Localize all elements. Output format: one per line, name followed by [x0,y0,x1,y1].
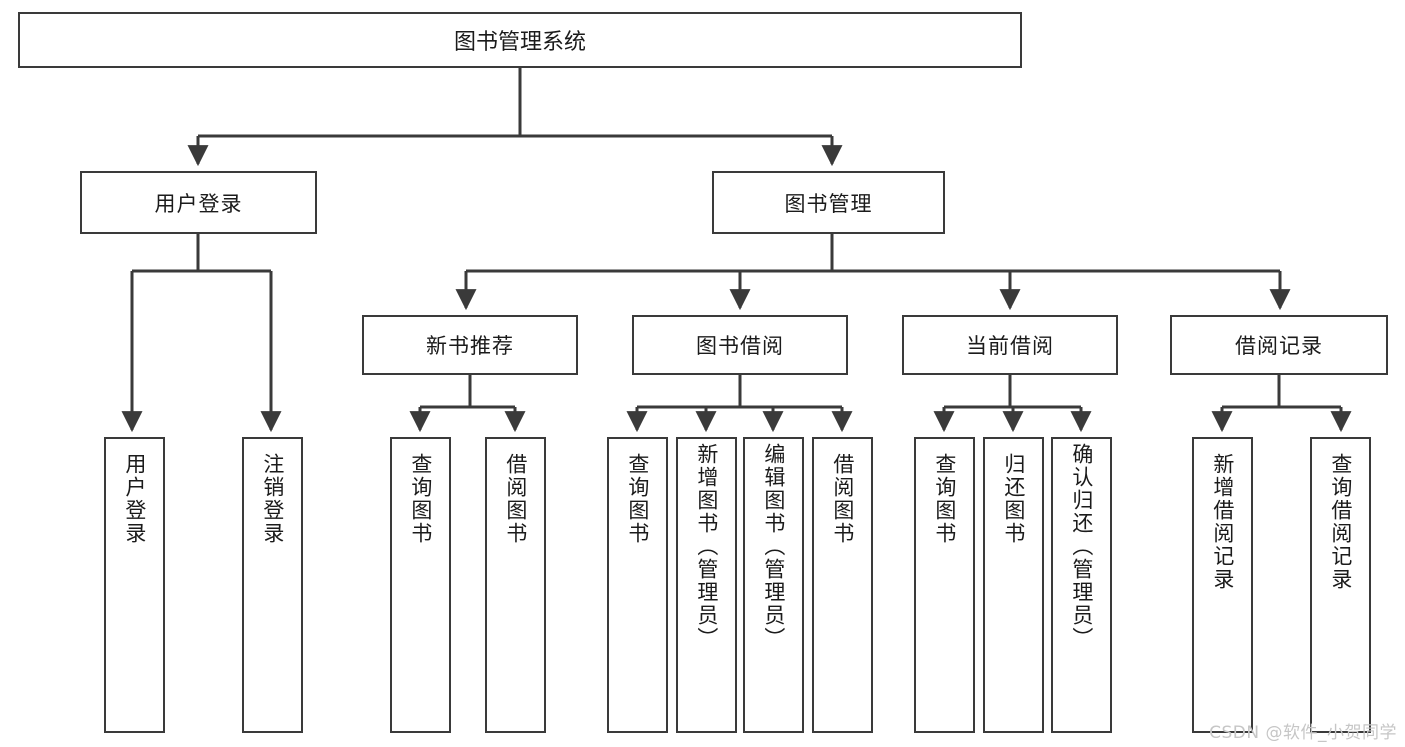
leaf-borrow-add-book[interactable]: 新增图书（管理员） [676,437,737,733]
leaf-user-logout[interactable]: 注销登录 [242,437,303,733]
leaf-label: 查询图书 [408,453,433,545]
leaf-label: 借阅图书 [830,453,855,545]
node-book-borrow[interactable]: 图书借阅 [632,315,848,375]
leaf-new-book-query[interactable]: 查询图书 [390,437,451,733]
leaf-label: 查询图书 [625,453,650,545]
leaf-label: 归还图书 [1001,453,1026,545]
node-root[interactable]: 图书管理系统 [18,12,1022,68]
leaf-current-query-book[interactable]: 查询图书 [914,437,975,733]
leaf-current-return-book[interactable]: 归还图书 [983,437,1044,733]
leaf-label: 新增图书（管理员） [694,443,719,650]
leaf-current-confirm-return[interactable]: 确认归还（管理员） [1051,437,1112,733]
leaf-borrow-edit-book[interactable]: 编辑图书（管理员） [743,437,804,733]
leaf-label: 确认归还（管理员） [1069,443,1094,650]
watermark: CSDN @软件_小贺同学 [1209,723,1397,743]
leaf-label: 注销登录 [260,453,285,545]
leaf-label: 查询图书 [932,453,957,545]
leaf-label: 借阅图书 [503,453,528,545]
leaf-label: 查询借阅记录 [1328,453,1353,591]
node-user-login[interactable]: 用户登录 [80,171,317,234]
leaf-record-add[interactable]: 新增借阅记录 [1192,437,1253,733]
node-new-book-recommend[interactable]: 新书推荐 [362,315,578,375]
leaf-borrow-query-book[interactable]: 查询图书 [607,437,668,733]
node-current-borrow[interactable]: 当前借阅 [902,315,1118,375]
leaf-label: 新增借阅记录 [1210,453,1235,591]
node-borrow-record[interactable]: 借阅记录 [1170,315,1388,375]
leaf-record-query[interactable]: 查询借阅记录 [1310,437,1371,733]
leaf-new-book-borrow[interactable]: 借阅图书 [485,437,546,733]
leaf-user-login[interactable]: 用户登录 [104,437,165,733]
node-book-management[interactable]: 图书管理 [712,171,945,234]
leaf-label: 编辑图书（管理员） [761,443,786,650]
leaf-label: 用户登录 [122,453,147,545]
leaf-borrow-borrow-book[interactable]: 借阅图书 [812,437,873,733]
